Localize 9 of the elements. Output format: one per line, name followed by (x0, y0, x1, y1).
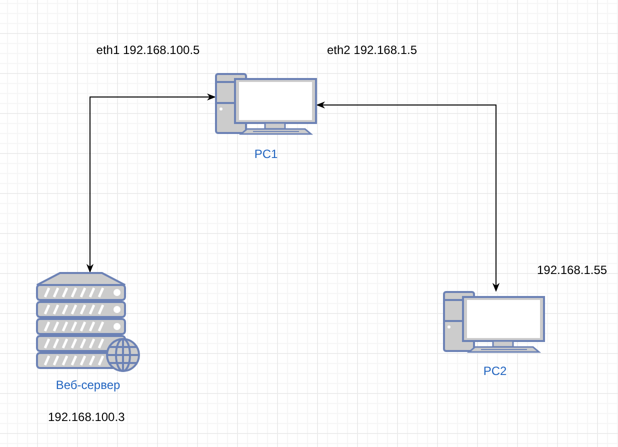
interface-label: eth1 192.168.100.5 (95, 42, 201, 59)
ip-address: 192.168.1.55 (537, 263, 608, 277)
interface-label: eth2 192.168.1.5 (326, 42, 418, 59)
node-label: PC1 (254, 147, 278, 161)
connector-arrow (86, 93, 216, 273)
node-label: Веб-сервер (56, 378, 120, 392)
connector-arrow (316, 101, 500, 292)
node-label: PC2 (483, 364, 507, 378)
ip-address: 192.168.100.3 (48, 410, 125, 424)
